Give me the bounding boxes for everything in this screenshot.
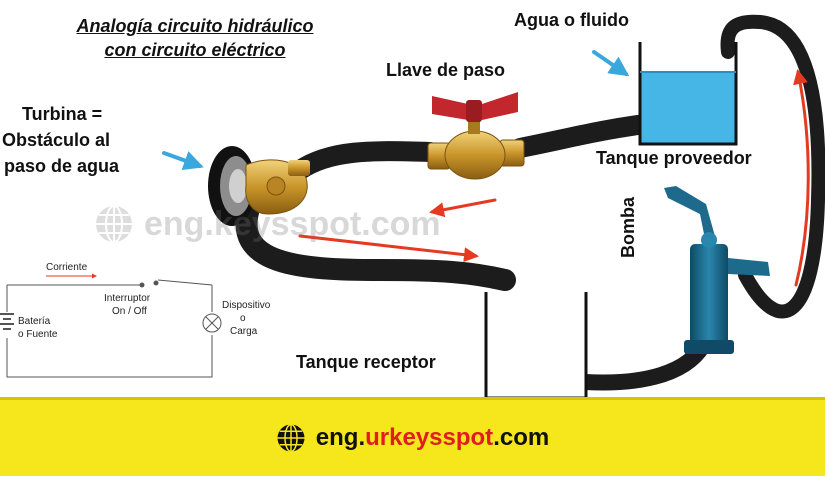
label-receiver-tank: Tanque receptor xyxy=(296,352,436,372)
label-battery-1: Batería xyxy=(18,316,51,327)
hose-group xyxy=(235,14,825,391)
label-turbine-1: Turbina = xyxy=(22,104,103,124)
flow-arrows xyxy=(298,69,810,287)
label-switch-1: Interruptor xyxy=(104,293,151,304)
footer-banner: eng.urkeysspot.com xyxy=(0,397,825,476)
hose-pump-to-supply-tank xyxy=(720,14,825,319)
pump-icon xyxy=(664,186,770,354)
url-suffix: .com xyxy=(493,424,550,451)
label-device-3: Carga xyxy=(230,326,258,337)
watermark-suffix: keysspot.com xyxy=(213,204,441,243)
battery-icon xyxy=(0,313,14,330)
title-line-2: con circuito eléctrico xyxy=(104,40,286,60)
flow-arrow-left xyxy=(429,198,497,218)
diagram-title: Analogía circuito hidráulico con circuit… xyxy=(30,14,360,62)
globe-icon xyxy=(96,205,132,243)
url-prefix: eng. xyxy=(315,424,366,451)
electric-circuit xyxy=(0,273,222,378)
pointer-arrows xyxy=(162,50,630,170)
label-valve: Llave de paso xyxy=(386,60,506,80)
title-line-1: Analogía circuito hidráulico xyxy=(76,16,314,36)
site-url[interactable]: eng.urkeysspot.com xyxy=(316,424,549,452)
label-turbine-3: paso de agua xyxy=(4,156,120,176)
flow-arrow-up xyxy=(793,69,810,287)
hose-turbine-to-valve xyxy=(290,141,440,180)
watermark-prefix: eng. xyxy=(144,204,214,243)
label-pump: Bomba xyxy=(618,196,638,258)
watermark: eng. keysspot.com xyxy=(94,204,441,244)
valve-icon xyxy=(427,92,525,180)
flow-arrow-right xyxy=(298,234,479,263)
pointer-arrow-water xyxy=(592,50,630,77)
label-device-2: o xyxy=(240,313,246,324)
label-switch-2: On / Off xyxy=(112,306,147,317)
hose-turbine-to-receiver xyxy=(235,194,516,291)
label-water: Agua o fluido xyxy=(514,10,629,30)
label-current: Corriente xyxy=(46,262,88,273)
label-supply-tank: Tanque proveedor xyxy=(596,148,752,168)
label-device-1: Dispositivo xyxy=(222,300,271,311)
pointer-arrow-turbine xyxy=(162,151,204,170)
receiver-tank xyxy=(484,292,588,400)
supply-tank xyxy=(638,42,738,146)
globe-icon xyxy=(277,423,305,453)
label-turbine-2: Obstáculo al xyxy=(2,130,111,150)
url-highlight: urkeysspot xyxy=(365,424,494,451)
label-battery-2: o Fuente xyxy=(18,329,58,340)
lamp-icon xyxy=(202,313,222,333)
bottom-strip xyxy=(0,476,825,500)
hose-valve-to-supply-tank xyxy=(510,114,655,158)
turbine-icon xyxy=(208,146,310,226)
switch-icon xyxy=(139,282,145,288)
